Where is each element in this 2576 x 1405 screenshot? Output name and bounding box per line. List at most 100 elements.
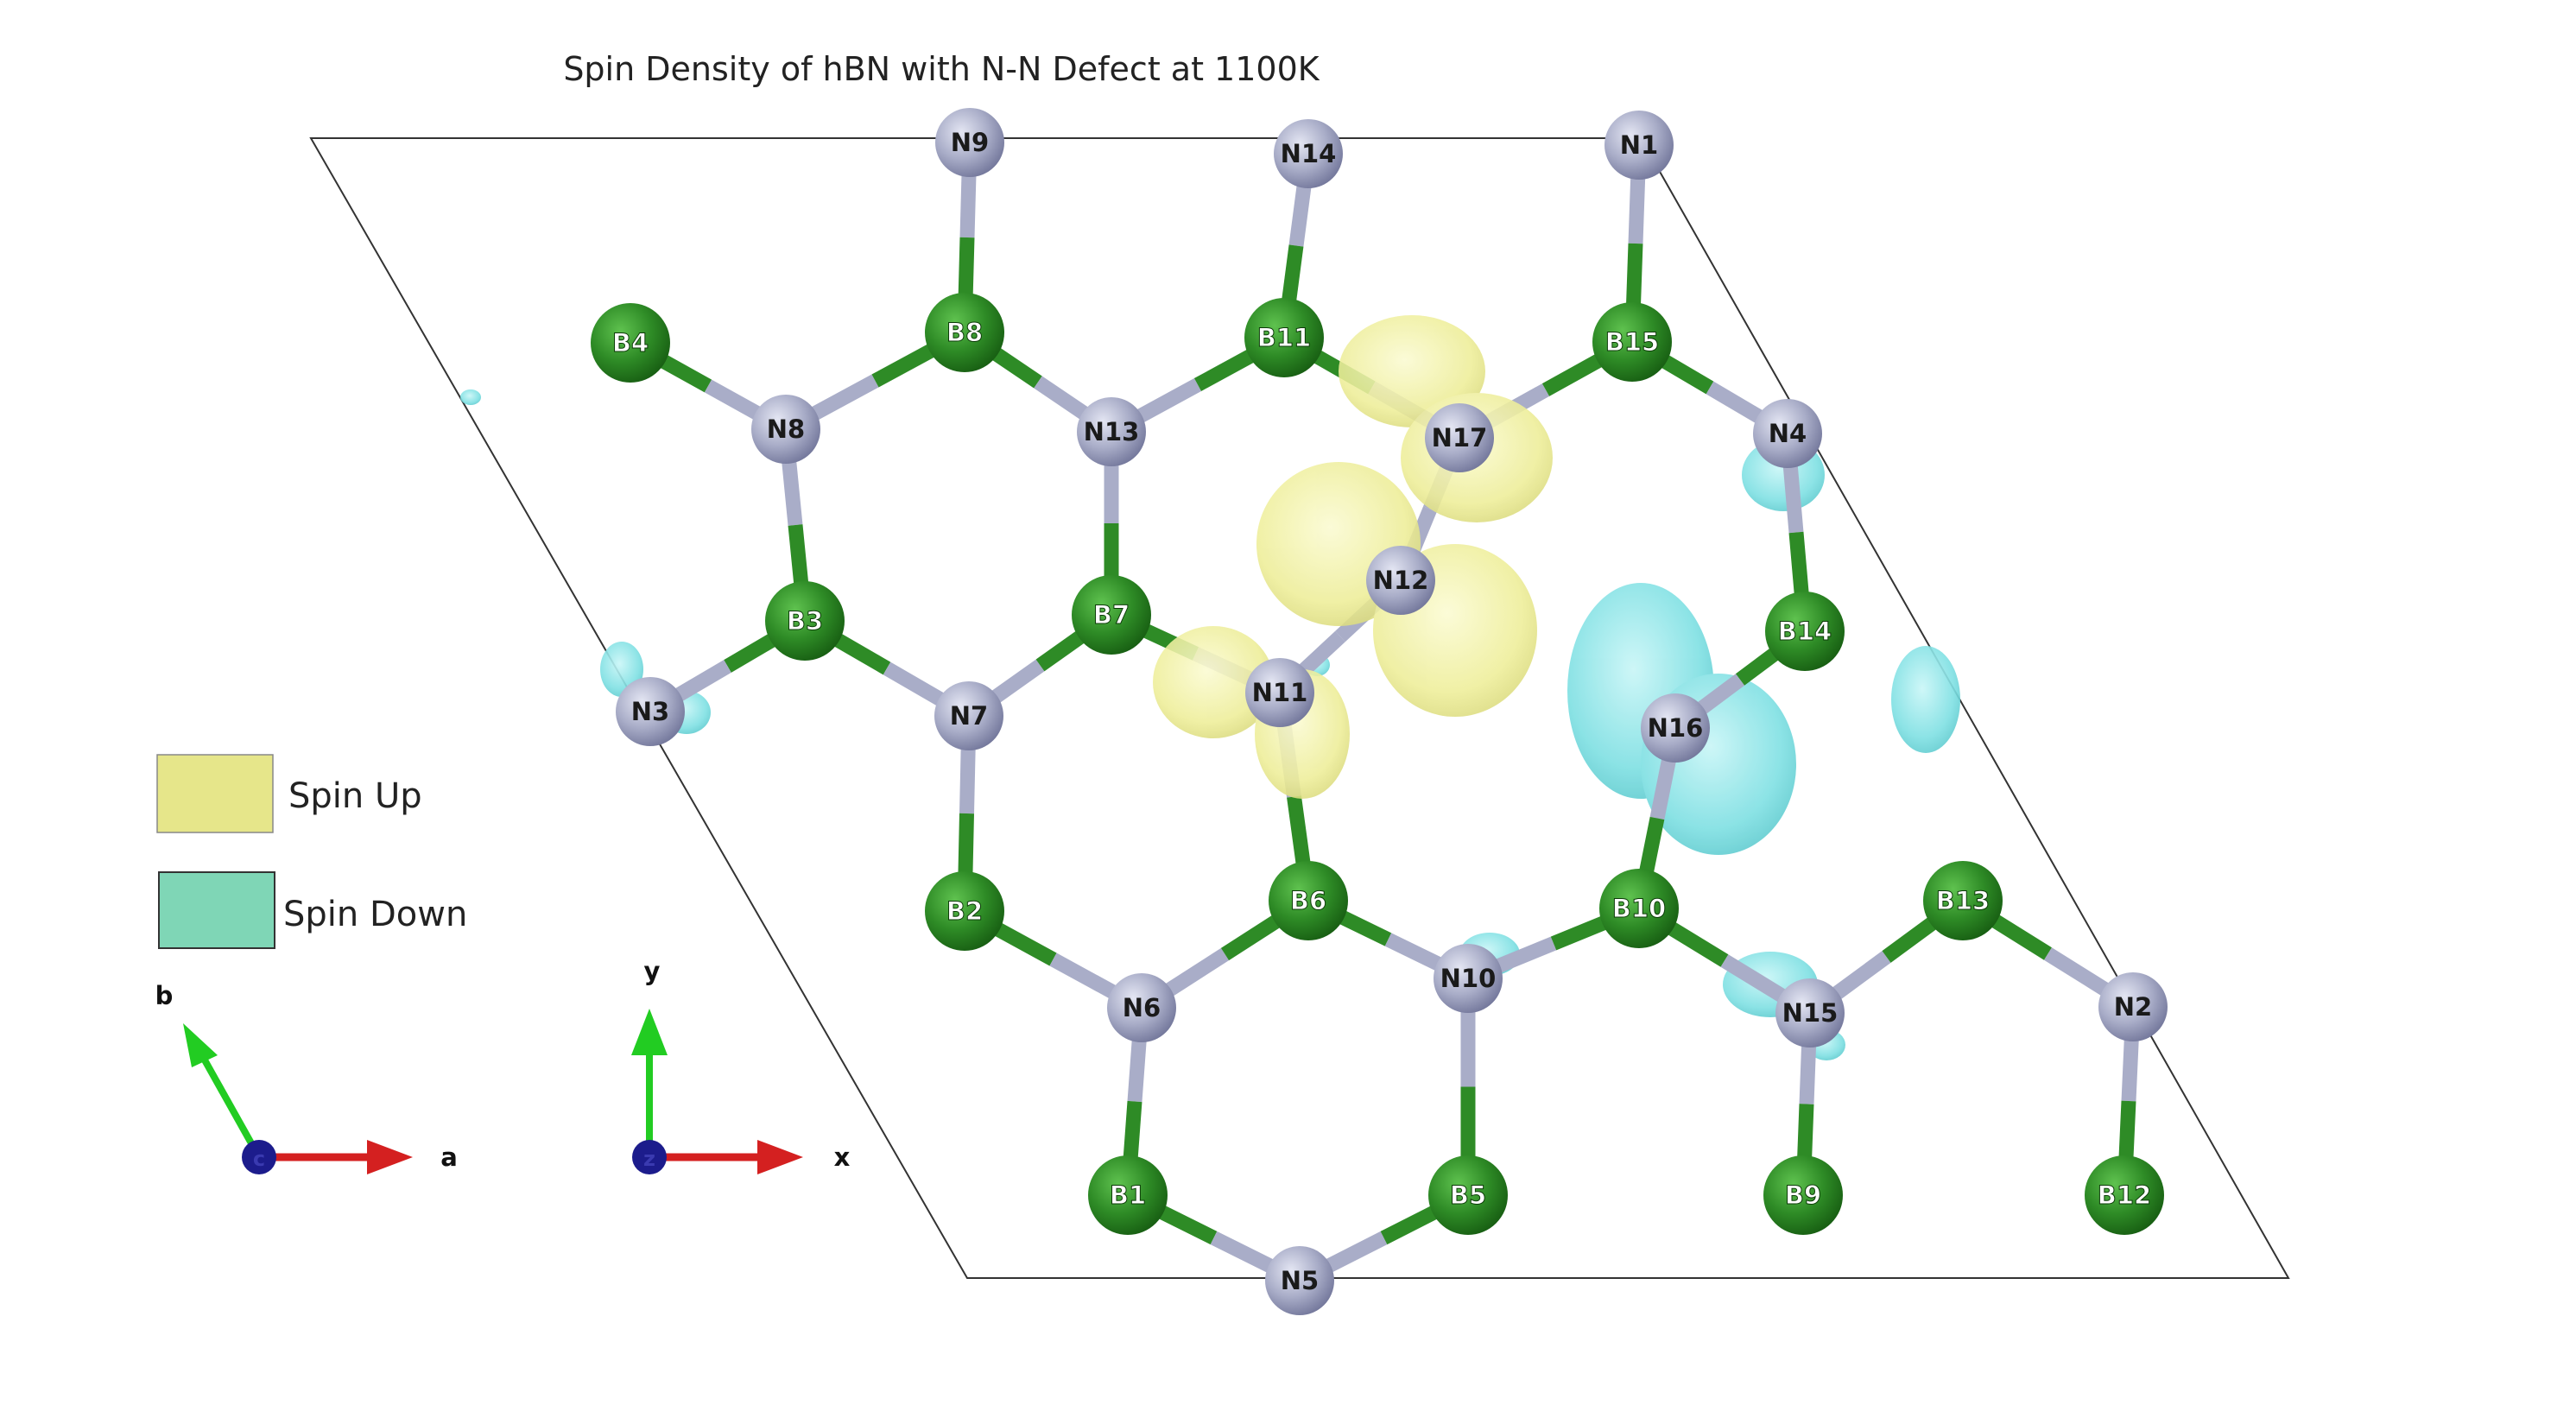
atom-N10: N10 bbox=[1434, 944, 1503, 1013]
atom-sphere-B1 bbox=[1088, 1155, 1168, 1235]
atom-B15: B15 bbox=[1592, 302, 1672, 382]
axis-y-arrowhead bbox=[631, 1009, 668, 1055]
atom-N12: N12 bbox=[1366, 546, 1435, 615]
atom-label-B6: B6 bbox=[1290, 886, 1326, 915]
atom-sphere-N9 bbox=[935, 108, 1004, 177]
atom-sphere-B4 bbox=[591, 303, 670, 383]
axis-c-label: c bbox=[253, 1147, 265, 1171]
atom-B3: B3 bbox=[765, 581, 845, 661]
atom-label-N7: N7 bbox=[950, 701, 988, 731]
atom-sphere-B2 bbox=[925, 871, 1004, 951]
axis-c-dot bbox=[242, 1140, 276, 1174]
atom-label-B7: B7 bbox=[1093, 600, 1130, 630]
atom-sphere-B6 bbox=[1269, 861, 1348, 940]
atom-sphere-N3 bbox=[616, 677, 685, 746]
atom-N4: N4 bbox=[1753, 399, 1822, 468]
atom-label-B5: B5 bbox=[1450, 1180, 1486, 1210]
atom-sphere-B5 bbox=[1428, 1155, 1508, 1235]
axis-x-arrowhead bbox=[757, 1140, 803, 1174]
axis-a-label: a bbox=[440, 1142, 458, 1172]
atom-B4: B4 bbox=[591, 303, 670, 383]
atom-B5: B5 bbox=[1428, 1155, 1508, 1235]
atom-N3: N3 bbox=[616, 677, 685, 746]
atom-label-N9: N9 bbox=[951, 128, 989, 157]
atom-N14: N14 bbox=[1274, 119, 1343, 188]
atom-B7: B7 bbox=[1072, 575, 1151, 655]
atom-sphere-B14 bbox=[1765, 592, 1845, 671]
atom-N9: N9 bbox=[935, 108, 1004, 177]
atom-label-B1: B1 bbox=[1110, 1180, 1146, 1210]
atom-sphere-B13 bbox=[1923, 861, 2003, 940]
atom-label-N1: N1 bbox=[1620, 130, 1658, 160]
atom-label-B10: B10 bbox=[1612, 894, 1666, 923]
atom-sphere-B11 bbox=[1244, 298, 1324, 377]
atom-sphere-N15 bbox=[1775, 978, 1845, 1047]
atom-sphere-N10 bbox=[1434, 944, 1503, 1013]
atom-label-N10: N10 bbox=[1440, 964, 1497, 993]
atom-sphere-N2 bbox=[2098, 972, 2168, 1041]
atom-B8: B8 bbox=[925, 293, 1004, 372]
axis-b-arrow bbox=[195, 1047, 263, 1159]
axis-y-label: y bbox=[644, 957, 661, 986]
atom-N6: N6 bbox=[1107, 973, 1176, 1042]
atom-label-N15: N15 bbox=[1782, 998, 1839, 1028]
atom-B14: B14 bbox=[1765, 592, 1845, 671]
atom-label-N11: N11 bbox=[1252, 678, 1308, 707]
atom-N11: N11 bbox=[1245, 658, 1314, 727]
atom-sphere-N1 bbox=[1604, 111, 1674, 180]
axis-b-arrowhead bbox=[183, 1023, 218, 1067]
atom-N1: N1 bbox=[1604, 111, 1674, 180]
axis-z-label: z bbox=[643, 1147, 655, 1171]
atom-label-N12: N12 bbox=[1373, 566, 1429, 595]
atom-sphere-B3 bbox=[765, 581, 845, 661]
atom-sphere-N13 bbox=[1077, 397, 1146, 466]
unit-cell-outline bbox=[309, 137, 2290, 1279]
atom-sphere-N4 bbox=[1753, 399, 1822, 468]
atom-B6: B6 bbox=[1269, 861, 1348, 940]
atom-sphere-N8 bbox=[751, 395, 820, 464]
atom-label-N16: N16 bbox=[1648, 713, 1704, 743]
cartesian-axes-triad: z y x bbox=[631, 957, 851, 1174]
atom-label-B8: B8 bbox=[946, 318, 983, 347]
atom-N8: N8 bbox=[751, 395, 820, 464]
atom-N13: N13 bbox=[1077, 397, 1146, 466]
atom-B12: B12 bbox=[2085, 1155, 2164, 1235]
atom-B9: B9 bbox=[1763, 1155, 1843, 1235]
atom-sphere-N14 bbox=[1274, 119, 1343, 188]
atom-label-N5: N5 bbox=[1281, 1266, 1319, 1295]
legend-swatch-spin-up bbox=[156, 754, 274, 833]
atom-label-B13: B13 bbox=[1936, 886, 1990, 915]
atom-label-N14: N14 bbox=[1281, 139, 1337, 168]
atom-label-B11: B11 bbox=[1257, 323, 1311, 352]
atom-sphere-B8 bbox=[925, 293, 1004, 372]
atom-sphere-B10 bbox=[1599, 869, 1679, 948]
atom-sphere-N16 bbox=[1641, 693, 1710, 763]
atom-sphere-B9 bbox=[1763, 1155, 1843, 1235]
atom-sphere-N7 bbox=[934, 681, 1003, 750]
atom-N16: N16 bbox=[1641, 693, 1710, 763]
atom-sphere-B12 bbox=[2085, 1155, 2164, 1235]
atom-N17: N17 bbox=[1425, 403, 1494, 472]
atom-label-B15: B15 bbox=[1605, 327, 1659, 357]
atom-N5: N5 bbox=[1265, 1246, 1334, 1315]
atom-label-B4: B4 bbox=[612, 328, 649, 358]
atom-label-N6: N6 bbox=[1123, 993, 1161, 1022]
atom-label-N13: N13 bbox=[1084, 417, 1140, 446]
atom-label-N3: N3 bbox=[631, 697, 669, 726]
legend-label-spin-down: Spin Down bbox=[283, 895, 467, 934]
axis-a-arrowhead bbox=[367, 1140, 413, 1174]
atom-B11: B11 bbox=[1244, 298, 1324, 377]
atom-label-B12: B12 bbox=[2098, 1180, 2151, 1210]
atom-label-B3: B3 bbox=[787, 606, 823, 636]
atom-B13: B13 bbox=[1923, 861, 2003, 940]
atom-B1: B1 bbox=[1088, 1155, 1168, 1235]
legend: Spin Up Spin Down bbox=[156, 754, 467, 949]
atom-sphere-N17 bbox=[1425, 403, 1494, 472]
atom-label-B14: B14 bbox=[1778, 617, 1832, 646]
cell-axes-triad: c b a bbox=[155, 981, 458, 1174]
diagram-title: Spin Density of hBN with N-N Defect at 1… bbox=[563, 50, 1320, 88]
atom-N2: N2 bbox=[2098, 972, 2168, 1041]
legend-label-spin-up: Spin Up bbox=[288, 776, 422, 816]
atom-sphere-N5 bbox=[1265, 1246, 1334, 1315]
atom-B10: B10 bbox=[1599, 869, 1679, 948]
